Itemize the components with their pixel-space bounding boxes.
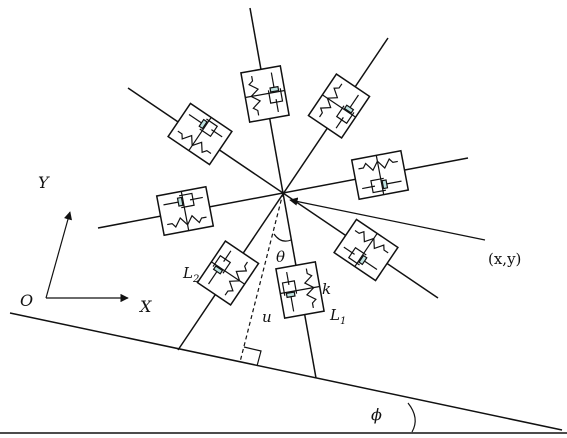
kelvin-unit-top [240,65,290,123]
point-xy-label: (x,y) [488,250,521,268]
kelvin-unit-l2 [196,240,260,306]
xy-pointer-arrow [289,197,486,241]
perpendicular-dashed-line [239,192,284,363]
right-angle-marker [243,346,262,367]
y-axis-arrow [45,211,73,299]
theta-label: θ [276,248,285,266]
kelvin-unit-right [350,149,410,201]
kelvin-unit-upper-right [307,73,371,139]
l2-label: L2 [182,264,199,285]
l2-letter: L [182,264,193,282]
kelvin-unit-l1 [275,261,325,319]
spring-constant-label: k [322,280,331,298]
l1-label: L1 [329,306,346,327]
y-axis-label: Y [38,173,50,192]
kelvin-unit-lower-right [333,218,399,282]
distance-u-label: u [262,308,272,326]
origin-label: O [20,291,33,310]
l1-subscript: 1 [340,316,346,327]
l2-subscript: 2 [192,274,199,285]
kelvin-unit-upper-left [167,102,233,166]
kelvin-unit-left [155,185,215,237]
inclined-plane-line [9,312,563,431]
theta-angle-arc [273,233,292,242]
x-axis-label: X [138,297,152,316]
phi-angle-arc [407,402,416,433]
phi-label: ϕ [371,405,382,424]
l1-letter: L [329,306,340,324]
